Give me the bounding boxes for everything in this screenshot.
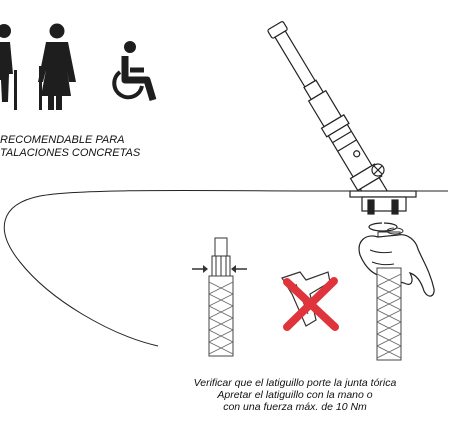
faucet-cartridge-icon: [267, 21, 417, 232]
recommendation-text: RECOMENDABLE PARA TALACIONES CONCRETAS: [0, 134, 140, 160]
braided-hose-oring: [192, 237, 247, 357]
elderly-woman-icon: [38, 23, 76, 110]
caption-line-3: con una fuerza máx. de 10 Nm: [223, 401, 367, 413]
wrench-prohibited-icon: [281, 271, 339, 331]
elderly-man-icon: [0, 24, 17, 110]
recommendation-line-1: RECOMENDABLE PARA: [0, 134, 125, 146]
countertop-outline: [3, 189, 448, 347]
instruction-caption: Verificar que el latiguillo porte la jun…: [150, 377, 440, 413]
hand-tighten-icon: [358, 227, 435, 361]
recommendation-line-2: TALACIONES CONCRETAS: [0, 147, 141, 159]
caption-line-2: Apretar el latiguillo con la mano o: [217, 389, 373, 401]
caption-line-1: Verificar que el latiguillo porte la jun…: [193, 377, 397, 389]
wheelchair-icon: [112, 41, 157, 102]
